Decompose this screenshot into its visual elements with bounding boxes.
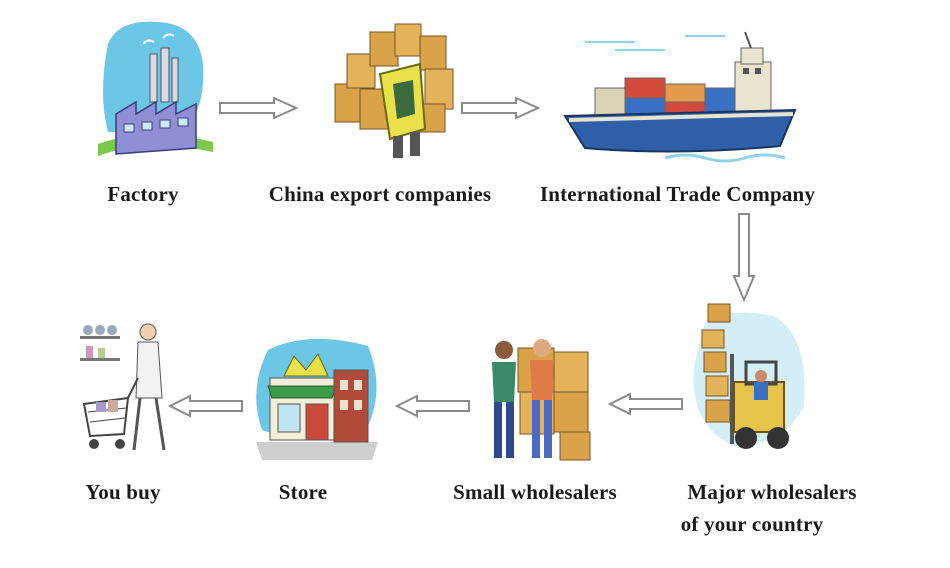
store-icon bbox=[256, 338, 378, 460]
major-wholesalers-label-line2: of your country bbox=[680, 512, 824, 536]
trade-company-label: International Trade Company bbox=[539, 182, 816, 206]
arrow-right-icon bbox=[461, 96, 540, 120]
major-wholesalers-node bbox=[684, 296, 810, 462]
trade-company-node bbox=[555, 28, 810, 168]
workers-boxes-icon bbox=[492, 339, 591, 461]
arrow-down-icon bbox=[732, 213, 756, 302]
cargo-ship-icon bbox=[563, 31, 797, 163]
arrow-left-icon bbox=[608, 392, 683, 416]
shopper-cart-icon bbox=[80, 323, 166, 451]
you-buy-label: You buy bbox=[85, 480, 161, 504]
you-buy-node bbox=[76, 318, 182, 468]
forklift-icon bbox=[693, 303, 805, 449]
boxes-worker-icon bbox=[334, 23, 454, 158]
store-node bbox=[248, 330, 386, 466]
small-wholesalers-label: Small wholesalers bbox=[453, 480, 617, 504]
factory-label: Factory bbox=[107, 182, 179, 206]
arrow-left-icon bbox=[168, 394, 243, 418]
factory-icon bbox=[98, 21, 213, 156]
major-wholesalers-label-line1: Major wholesalers bbox=[687, 480, 857, 504]
small-wholesalers-node bbox=[480, 332, 600, 467]
arrow-left-icon bbox=[395, 394, 470, 418]
china-export-label: China export companies bbox=[268, 182, 492, 206]
china-export-node bbox=[325, 14, 465, 169]
factory-node bbox=[88, 14, 218, 164]
arrow-right-icon bbox=[219, 96, 298, 120]
store-label: Store bbox=[278, 480, 328, 504]
